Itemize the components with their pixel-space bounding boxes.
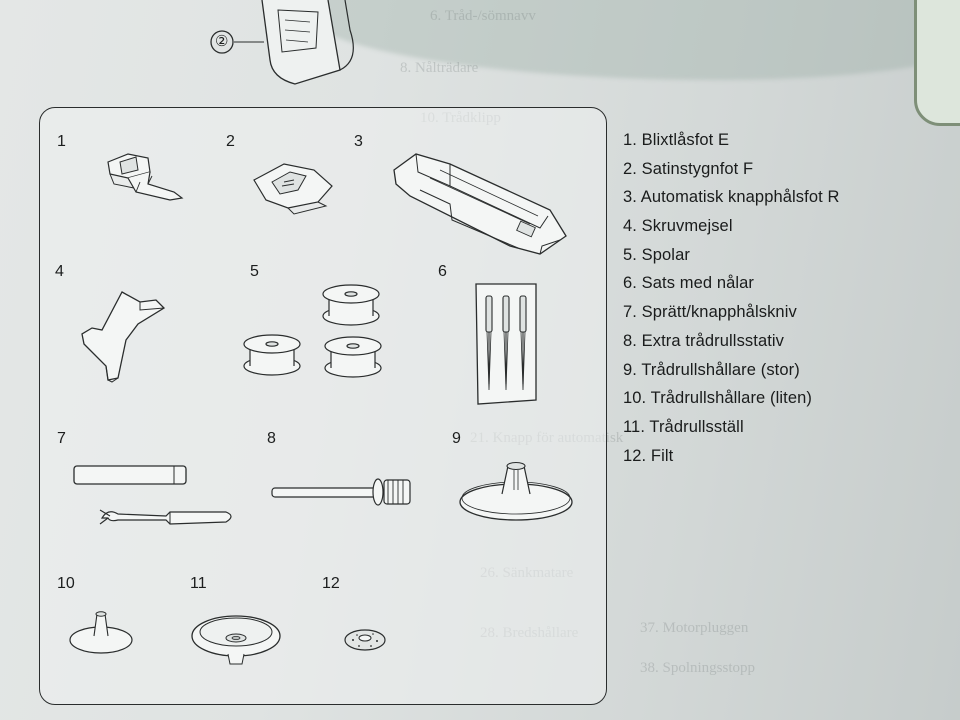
legend-item: 6. Sats med nålar xyxy=(623,274,755,293)
bobbins-icon xyxy=(243,284,382,378)
legend-item: 8. Extra trådrullsstativ xyxy=(623,331,785,350)
buttonhole-foot-icon xyxy=(393,153,567,255)
seam-ripper-icon xyxy=(73,465,232,525)
legend-item: 7. Sprätt/knapphålskniv xyxy=(623,303,797,322)
item-number: 10 xyxy=(57,575,75,592)
page-shadow xyxy=(300,0,960,80)
item-number: 2 xyxy=(226,133,235,150)
hand-illustration xyxy=(210,0,354,85)
legend-item: 2. Satinstygnfot F xyxy=(623,159,754,178)
felt-icon xyxy=(344,629,386,651)
large-spool-cap-icon xyxy=(459,461,573,521)
circled-step-label: ② xyxy=(215,33,229,50)
legend-item: 11. Trådrullsställ xyxy=(623,417,744,436)
needles-pack-icon xyxy=(475,283,537,405)
spool-stand-icon xyxy=(191,615,281,665)
item-number: 6 xyxy=(438,263,447,280)
legend-item: 12. Filt xyxy=(623,446,674,465)
spool-pin-icon xyxy=(271,478,411,506)
screwdriver-icon xyxy=(81,291,166,383)
bleed-text: 38. Spolningsstopp xyxy=(640,660,756,676)
item-number: 5 xyxy=(250,263,259,280)
legend-item: 1. Blixtlåsfot E xyxy=(623,131,730,149)
zipper-foot-icon xyxy=(107,153,184,201)
item-number: 1 xyxy=(57,133,66,150)
small-spool-cap-icon xyxy=(69,611,133,654)
item-number: 11 xyxy=(190,575,207,592)
satin-stitch-foot-icon xyxy=(253,163,333,215)
item-number: 4 xyxy=(55,263,64,280)
legend-item: 9. Trådrullshållare (stor) xyxy=(623,360,800,379)
item-number: 9 xyxy=(452,430,461,447)
sewing-machine-edge xyxy=(914,0,960,126)
accessory-legend: 1. Blixtlåsfot E 2. Satinstygnfot F 3. A… xyxy=(623,126,840,470)
item-number: 8 xyxy=(267,430,276,447)
item-number: 7 xyxy=(57,430,66,447)
item-number: 3 xyxy=(354,133,363,150)
bleed-text: 6. Tråd-/sömnavv xyxy=(430,8,536,24)
legend-item: 5. Spolar xyxy=(623,245,690,264)
legend-item: 3. Automatisk knapphålsfot R xyxy=(623,188,840,207)
legend-item: 10. Trådrullshållare (liten) xyxy=(623,389,812,408)
bleed-text: 37. Motorpluggen xyxy=(640,620,749,636)
bleed-text: 8. Nålträdare xyxy=(400,60,479,76)
item-number: 12 xyxy=(322,575,340,592)
legend-item: 4. Skruvmejsel xyxy=(623,217,733,236)
accessories-panel: 1 2 3 4 5 6 7 8 9 10 11 12 xyxy=(39,107,607,705)
